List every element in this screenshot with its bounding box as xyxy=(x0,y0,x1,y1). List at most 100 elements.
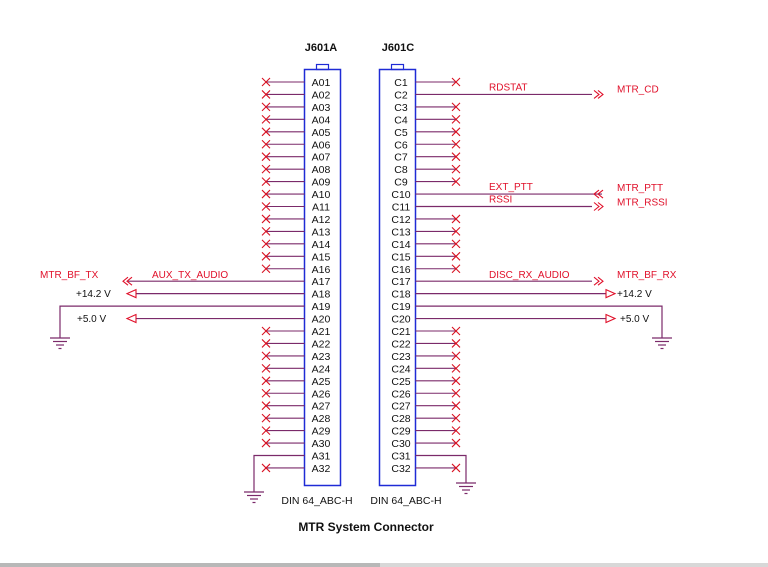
pin-label-a14: A14 xyxy=(312,239,331,251)
pin-label-c15: C15 xyxy=(391,251,410,263)
pin-label-c31: C31 xyxy=(391,451,410,463)
no-connect-a29 xyxy=(261,426,271,435)
net-label-mtr-ptt: MTR_PTT xyxy=(617,183,663,194)
no-connect-c9 xyxy=(451,177,461,186)
offpage-mtr-bf-rx xyxy=(593,276,604,286)
connector-j601a-tab xyxy=(315,63,330,71)
pin-label-a11: A11 xyxy=(312,202,330,214)
no-connect-c12 xyxy=(451,214,461,224)
connector-j601a-part: DIN 64_ABC-H xyxy=(281,495,352,507)
no-connect-a32 xyxy=(261,463,271,473)
no-connect-c30 xyxy=(451,438,461,448)
pin-label-a02: A02 xyxy=(312,89,331,101)
pin-label-a15: A15 xyxy=(312,251,331,263)
pin-label-c28: C28 xyxy=(391,413,410,425)
no-connect-c13 xyxy=(451,227,461,236)
pin-label-a07: A07 xyxy=(312,152,331,164)
pin-label-a05: A05 xyxy=(312,127,331,139)
no-connect-c3 xyxy=(451,102,461,112)
no-connect-c16 xyxy=(451,264,461,274)
no-connect-c14 xyxy=(451,239,461,249)
net-label-left-5v: +5.0 V xyxy=(77,314,107,325)
connector-j601c-part: DIN 64_ABC-H xyxy=(370,495,441,507)
no-connect-c21 xyxy=(451,326,461,336)
pin-label-a21: A21 xyxy=(312,326,331,338)
ground-symbol-c31 xyxy=(456,482,476,495)
pin-label-a30: A30 xyxy=(312,438,331,450)
net-label-right-5v: +5.0 V xyxy=(620,314,650,325)
no-connect-a10 xyxy=(261,189,271,199)
pin-label-a17: A17 xyxy=(312,276,331,288)
wire-left-ground xyxy=(59,305,305,338)
net-label-ext-ptt: EXT_PTT xyxy=(489,182,533,193)
net-label-left-14v: +14.2 V xyxy=(76,289,111,300)
no-connect-c15 xyxy=(451,251,461,261)
pin-label-c5: C5 xyxy=(394,127,408,139)
pin-label-c30: C30 xyxy=(391,438,410,450)
pin-label-a22: A22 xyxy=(312,338,331,350)
no-connect-c32 xyxy=(451,463,461,473)
pin-label-a10: A10 xyxy=(312,189,331,201)
connector-j601c-ref: J601C xyxy=(382,42,414,54)
pin-label-a24: A24 xyxy=(312,363,331,375)
no-connect-c24 xyxy=(451,363,461,373)
pin-label-c24: C24 xyxy=(391,363,410,375)
pin-label-c23: C23 xyxy=(391,351,410,363)
pin-label-c21: C21 xyxy=(391,326,410,338)
pin-label-a25: A25 xyxy=(312,376,331,388)
offpage-mtr-cd xyxy=(593,90,604,99)
pin-label-c16: C16 xyxy=(391,264,410,276)
pin-label-a03: A03 xyxy=(312,102,331,114)
net-label-right-14v: +14.2 V xyxy=(617,289,652,300)
pin-label-c11: C11 xyxy=(392,202,411,214)
no-connect-c25 xyxy=(451,376,461,386)
pin-label-c25: C25 xyxy=(391,376,410,388)
no-connect-a25 xyxy=(261,376,271,386)
pin-label-a32: A32 xyxy=(312,463,331,475)
net-label-rssi: RSSI xyxy=(489,195,512,206)
pin-label-a20: A20 xyxy=(312,314,331,326)
no-connect-a02 xyxy=(261,90,271,99)
net-label-mtr-bf-rx: MTR_BF_RX xyxy=(617,270,677,281)
pin-label-c18: C18 xyxy=(391,289,410,301)
ground-symbol-a31 xyxy=(244,491,264,504)
net-label-mtr-bf-tx: MTR_BF_TX xyxy=(40,270,99,281)
pin-label-a23: A23 xyxy=(312,351,331,363)
offpage-mtr-bf-tx xyxy=(122,276,133,286)
pin-label-c10: C10 xyxy=(391,189,410,201)
no-connect-a03 xyxy=(261,102,271,112)
pin-label-a19: A19 xyxy=(312,301,331,313)
pin-label-c6: C6 xyxy=(394,139,408,151)
no-connect-a28 xyxy=(261,413,271,423)
no-connect-a16 xyxy=(261,264,271,274)
pin-label-c29: C29 xyxy=(391,426,410,438)
pin-label-a31: A31 xyxy=(312,451,331,463)
pin-label-c19: C19 xyxy=(391,301,410,313)
pin-label-a28: A28 xyxy=(312,413,331,425)
no-connect-c5 xyxy=(451,127,461,137)
no-connect-a26 xyxy=(261,388,271,398)
no-connect-a05 xyxy=(261,127,271,137)
no-connect-c26 xyxy=(451,388,461,398)
power-flag-left-5v xyxy=(125,313,137,324)
ground-symbol-left xyxy=(50,337,70,350)
net-label-mtr-cd: MTR_CD xyxy=(617,84,659,95)
no-connect-c8 xyxy=(451,164,461,174)
no-connect-a06 xyxy=(261,139,271,149)
wire-a31-ground xyxy=(253,454,305,492)
pin-label-c12: C12 xyxy=(391,214,410,226)
pin-label-a27: A27 xyxy=(312,401,331,413)
no-connect-c28 xyxy=(451,413,461,423)
net-label-mtr-rssi: MTR_RSSI xyxy=(617,198,668,209)
pin-label-a18: A18 xyxy=(312,289,331,301)
no-connect-c4 xyxy=(451,114,461,124)
no-connect-a15 xyxy=(261,251,271,261)
offpage-mtr-ptt xyxy=(593,189,604,199)
no-connect-a09 xyxy=(261,177,271,186)
pin-label-c26: C26 xyxy=(391,388,410,400)
bottom-rule xyxy=(0,563,768,567)
power-flag-right-5v xyxy=(605,313,617,324)
pin-label-a29: A29 xyxy=(312,426,331,438)
offpage-mtr-rssi xyxy=(593,202,604,211)
net-label-aux-tx-audio: AUX_TX_AUDIO xyxy=(152,270,228,281)
